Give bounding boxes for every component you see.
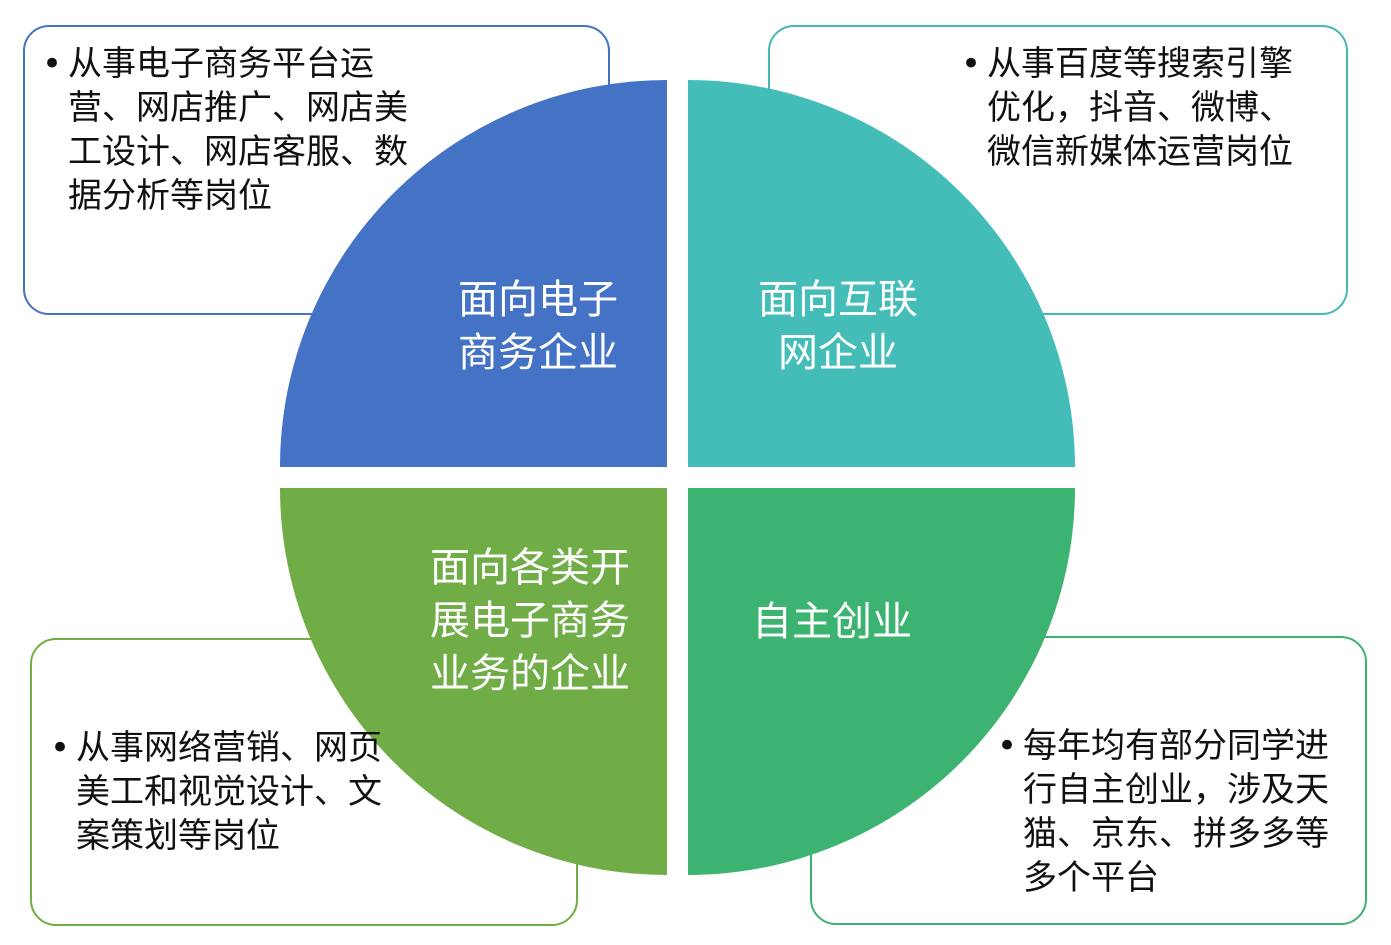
bullet-item-bottom-right: • 每年均有部分同学进行自主创业，涉及天猫、京东、拼多多等多个平台 (997, 724, 1353, 900)
quadrant-top-left (280, 80, 667, 467)
quadrant-bottom-right (688, 488, 1075, 875)
bullet-icon: • (42, 44, 63, 84)
bullet-item-top-left: • 从事电子商务平台运营、网店推广、网店美工设计、网店客服、数据分析等岗位 (42, 42, 418, 218)
bullet-icon: • (961, 44, 982, 84)
bullet-icon: • (50, 728, 71, 768)
bullet-text: 从事电子商务平台运营、网店推广、网店美工设计、网店客服、数据分析等岗位 (68, 44, 408, 216)
quadrant-bottom-left (280, 488, 667, 875)
quadrant-title-bottom-left: 面向各类开展电子商务业务的企业 (430, 545, 630, 697)
bullet-text: 从事百度等搜索引擎优化，抖音、微博、微信新媒体运营岗位 (987, 44, 1293, 172)
quadrant-top-right (688, 80, 1075, 467)
quadrant-title-bottom-right: 自主创业 (752, 599, 912, 645)
bullet-icon: • (997, 726, 1018, 766)
quadrant-title-top-right: 面向互联网企业 (758, 277, 918, 376)
bullet-text: 从事网络营销、网页美工和视觉设计、文案策划等岗位 (76, 728, 382, 856)
quadrant-title-top-left: 面向电子商务企业 (458, 277, 618, 376)
bullet-item-bottom-left: • 从事网络营销、网页美工和视觉设计、文案策划等岗位 (50, 726, 391, 858)
bullet-text: 每年均有部分同学进行自主创业，涉及天猫、京东、拼多多等多个平台 (1023, 726, 1329, 898)
bullet-item-top-right: • 从事百度等搜索引擎优化，抖音、微博、微信新媒体运营岗位 (961, 42, 1322, 174)
